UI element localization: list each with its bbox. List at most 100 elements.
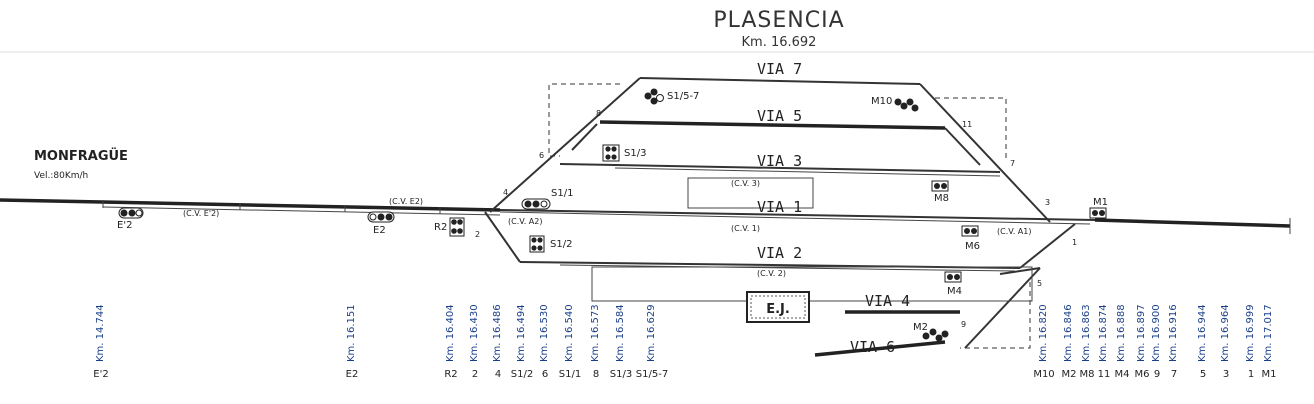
km-ref-label: R2 [444,369,457,380]
interlock-link-left [548,83,620,157]
signal-m6-label: M6 [965,241,980,252]
km-label: Km. 16.888 [1116,304,1127,362]
lower-ladder-right [1019,223,1076,269]
signal-s1-1-label: S1/1 [551,188,573,199]
km-label: Km. 17.017 [1263,304,1274,362]
via-2-link [999,267,1041,275]
via-6-label: VIA 6 [850,338,895,356]
km-ref-label: M4 [1115,369,1130,380]
cv-3-box [687,177,814,209]
km-label: Km. 16.900 [1151,304,1162,362]
signal-s1-5-7-label: S1/5-7 [667,91,699,102]
km-label: Km. 16.964 [1220,304,1231,362]
switch-2: 2 [475,230,480,239]
switch-4: 4 [503,188,508,197]
km-ref-label: 11 [1098,369,1111,380]
main-line-right [1094,218,1291,228]
km-label: Km. 16.486 [492,304,503,362]
via-4-label: VIA 4 [865,292,910,310]
km-ref-label: S1/2 [511,369,533,380]
signal-m2-label: M2 [913,322,928,333]
km-ref-label: 1 [1248,369,1254,380]
switch-11: 11 [962,120,972,129]
signal-m6 [961,225,979,237]
cv-e2-label: (C.V. E2) [389,197,423,206]
signal-m4-label: M4 [947,286,962,297]
signal-s1-2 [529,235,545,253]
cv-2-box [591,266,1033,302]
km-ref-label: 5 [1200,369,1206,380]
km-ref-label: E'2 [93,369,108,380]
main-line-left [0,198,501,212]
via-1-rail [499,211,1091,225]
km-label: Km. 16.944 [1197,304,1208,362]
switch-8: 8 [596,109,601,118]
km-ref-label: 9 [1154,369,1160,380]
km-ref-label: 2 [472,369,478,380]
km-ref-label: S1/1 [559,369,581,380]
signal-s1-3-label: S1/3 [624,148,646,159]
interlock-link-right-bottom [960,282,1031,349]
signal-m10 [894,98,919,112]
km-label: Km. 16.151 [346,304,357,362]
signal-e2-label: E2 [373,225,386,236]
cv-a1-label: (C.V. A1) [997,227,1031,236]
lower-fan [964,267,1041,349]
via-5-right-link [944,127,981,166]
km-label: Km. 14.744 [95,304,106,362]
switch-7: 7 [1010,159,1015,168]
switch-5: 5 [1037,279,1042,288]
km-label: Km. 16.874 [1098,304,1109,362]
interlock-link-right-top [935,97,1007,160]
km-ref-label: S1/3 [610,369,632,380]
track-layout [0,77,1291,357]
signal-m8 [931,180,949,192]
km-label: Km. 16.999 [1245,304,1256,362]
signal-m10-label: M10 [871,96,892,107]
switch-9: 9 [961,320,966,329]
km-ref-label: 7 [1171,369,1177,380]
km-label: Km. 16.430 [469,304,480,362]
km-label: Km. 16.573 [590,304,601,362]
km-label: Km. 16.540 [564,304,575,362]
via-5-left-link [571,123,598,151]
via-5-label: VIA 5 [757,107,802,125]
km-ref-label: 8 [593,369,599,380]
via-7-label: VIA 7 [757,60,802,78]
km-ref-label: M6 [1135,369,1150,380]
km-label: Km. 16.916 [1168,304,1179,362]
via-1-track [499,209,1096,221]
km-label: Km. 16.584 [615,304,626,362]
km-ref-label: M2 [1062,369,1077,380]
km-label: Km. 16.846 [1063,304,1074,362]
via-7-track [639,77,921,85]
via-2-label: VIA 2 [757,244,802,262]
signal-s1-5-7 [644,88,664,105]
signal-m8-label: M8 [934,193,949,204]
cv-1-label: (C.V. 1) [731,224,760,233]
station-title: PLASENCIA [713,8,844,33]
km-ref-label: E2 [346,369,359,380]
cv-a2-label: (C.V. A2) [508,217,542,226]
speed-label: Vel.:80Km/h [34,171,88,181]
signal-s1-3 [602,144,620,162]
km-ref-label: 3 [1223,369,1229,380]
switch-1: 1 [1072,238,1077,247]
cv-e2p-label: (C.V. E'2) [183,209,219,218]
signal-s1-2-label: S1/2 [550,239,572,250]
upper-ladder-right [919,83,1051,223]
via-3-rail [614,167,1001,177]
cv-2-label: (C.V. 2) [757,269,786,278]
km-label: Km. 16.897 [1136,304,1147,362]
via-3-label: VIA 3 [757,152,802,170]
signal-s1-1 [521,198,551,210]
destination-label: MONFRAGÜE [34,148,128,164]
main-line-rail [102,206,501,216]
km-label: Km. 16.404 [445,304,456,362]
upper-ladder-left [489,77,641,213]
switch-6: 6 [539,151,544,160]
ej-building: E.J. [746,291,810,323]
signal-m4 [944,271,962,283]
via-3-track [559,163,1001,173]
